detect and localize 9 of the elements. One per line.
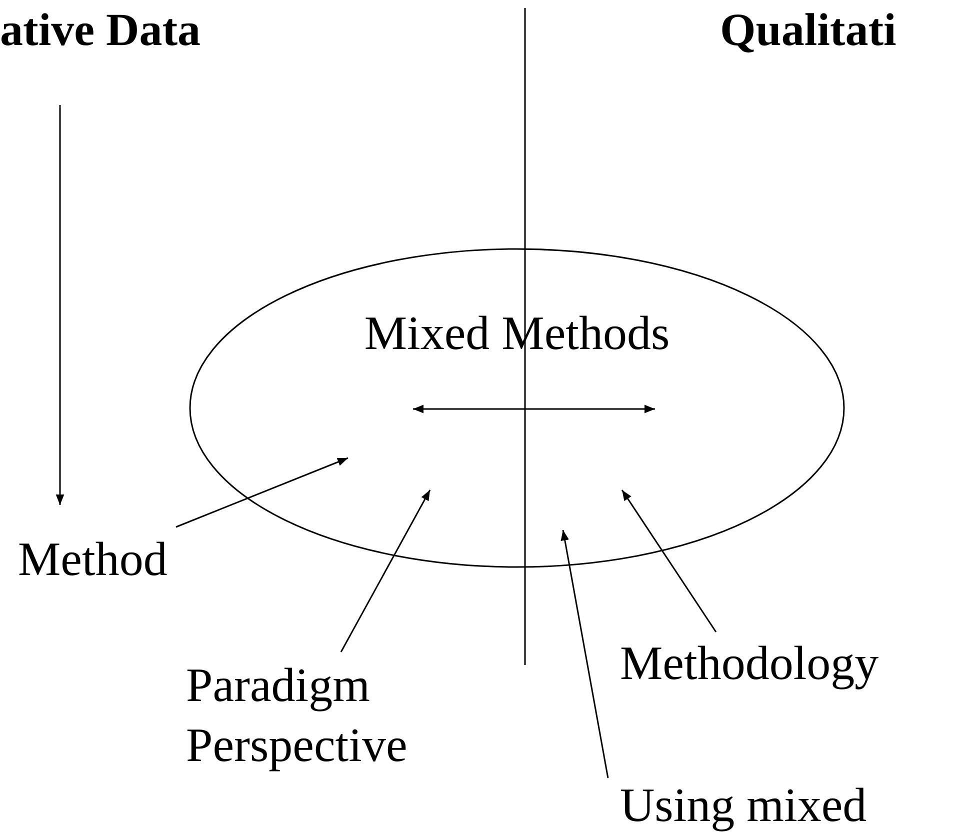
text-label: Paradigm Perspective bbox=[186, 652, 436, 776]
text-label: Using mixed bbox=[620, 778, 968, 836]
arrow bbox=[560, 530, 609, 778]
arrow bbox=[340, 490, 431, 652]
column-heading: ative Data bbox=[0, 3, 201, 57]
text-label: Methodology bbox=[620, 632, 968, 694]
column-heading: Qualitati bbox=[720, 3, 896, 57]
arrow bbox=[621, 490, 717, 632]
arrow bbox=[176, 457, 348, 528]
